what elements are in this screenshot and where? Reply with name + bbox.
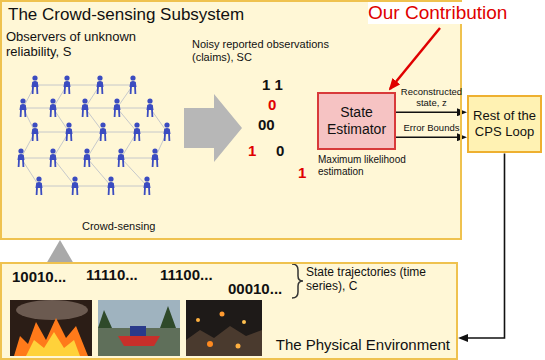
- edge-label: Error Bounds: [398, 123, 465, 134]
- panel-title: The Crowd-sensing Subsystem: [8, 5, 244, 25]
- person-figure: [118, 148, 125, 167]
- panel-title: The Physical Environment: [276, 336, 450, 354]
- photo-ground: [10, 300, 92, 356]
- ruins-photo: [186, 300, 262, 356]
- callout-arrow: [390, 28, 440, 89]
- bit-value: 00: [258, 116, 282, 133]
- panel-ground: [0, 0, 462, 240]
- flames: [26, 332, 80, 356]
- fire-light: [236, 344, 241, 349]
- sky: [98, 300, 180, 328]
- person-figure: [114, 98, 121, 117]
- person-figure: [84, 148, 91, 167]
- callout-label: Our Contribution: [368, 2, 540, 24]
- person-figure: [108, 176, 115, 195]
- fire-light: [220, 312, 225, 317]
- person-figure: [32, 75, 39, 94]
- person-figure: [130, 75, 137, 94]
- process-box: Rest of the CPS Loop: [467, 95, 542, 154]
- data-arrow: [396, 136, 464, 138]
- person-figure: [147, 98, 154, 117]
- person-figure: [152, 148, 159, 167]
- crowd-figures: [18, 75, 171, 195]
- panel-ground: [0, 262, 458, 360]
- bit-value: 1 1: [262, 76, 292, 93]
- fire-light: [207, 341, 213, 347]
- person-figure: [50, 148, 57, 167]
- person-figure: [64, 75, 71, 94]
- fire-light: [242, 320, 246, 324]
- box-label: Rest of the CPS Loop: [473, 108, 536, 139]
- person-figure: [134, 122, 141, 141]
- person-figure: [18, 148, 25, 167]
- person-figure: [20, 98, 27, 117]
- person-figure: [32, 122, 39, 141]
- smoke: [16, 300, 88, 320]
- trajectory-value: 11100...: [160, 266, 230, 283]
- social-network: [21, 85, 167, 186]
- box-label: State Estimator: [323, 104, 390, 138]
- person-figure: [97, 75, 104, 94]
- fire-light: [196, 318, 200, 322]
- annotation: Observers of unknown reliability, S: [6, 30, 166, 60]
- annotation: State trajectories (time series), C: [306, 266, 456, 294]
- photo-ground: [186, 300, 262, 356]
- bit-value: 1: [298, 164, 312, 181]
- annotation: Noisy reported observations (claims), SC: [192, 38, 352, 63]
- person-figure: [72, 176, 79, 195]
- person-figure: [36, 176, 43, 195]
- bracket: [292, 264, 303, 298]
- feedback-arrow: [461, 153, 505, 338]
- trajectory-value: 11110...: [86, 266, 156, 283]
- data-arrow: [396, 112, 464, 114]
- person-figure: [82, 98, 89, 117]
- annotation: Maximum likelihood estimation: [318, 154, 428, 177]
- trajectory-value: 00010...: [228, 280, 290, 297]
- boat-people: [130, 326, 146, 336]
- flow-arrow: [184, 94, 242, 162]
- person-figure: [100, 122, 107, 141]
- flames: [14, 318, 88, 356]
- trajectory-value: 10010...: [12, 268, 82, 285]
- person-figure: [164, 122, 171, 141]
- bit-value: 0: [268, 96, 282, 113]
- edge-label: Reconstructed state, z: [398, 87, 465, 109]
- person-figure: [144, 176, 151, 195]
- trees: [98, 306, 176, 328]
- debris: [186, 326, 262, 356]
- bit-value: 1: [248, 142, 262, 159]
- estimator-box: State Estimator: [317, 92, 396, 150]
- flood-photo: [98, 300, 180, 356]
- person-figure: [50, 98, 57, 117]
- annotation: Crowd-sensing: [82, 220, 182, 233]
- boat: [118, 336, 160, 346]
- bit-value: 0: [276, 142, 290, 159]
- fire-photo: [10, 300, 92, 356]
- person-figure: [66, 122, 73, 141]
